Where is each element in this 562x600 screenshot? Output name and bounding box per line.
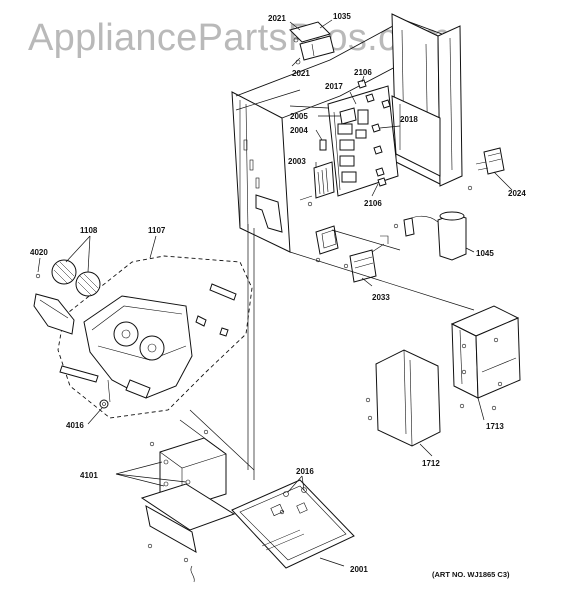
callout-1045: 1045: [476, 249, 494, 258]
bracket-4101: [140, 409, 255, 583]
leader-lines: [37, 19, 513, 567]
relay-box: [299, 195, 339, 263]
box-1713: [450, 305, 521, 411]
screw-4016: [99, 399, 109, 409]
callout-2017: 2017: [325, 82, 343, 91]
cover-1712: [365, 349, 441, 447]
callout-1108: 1108: [80, 226, 98, 235]
callout-2106-top: 2106: [354, 68, 372, 77]
callout-2033: 2033: [372, 293, 390, 302]
callout-2005: 2005: [290, 112, 308, 121]
callout-4016: 4016: [66, 421, 84, 430]
callout-1712: 1712: [422, 459, 440, 468]
watermark: AppliancePartsPros.com: [28, 17, 451, 59]
callout-1035: 1035: [333, 12, 351, 21]
bracket-4020: [33, 273, 75, 335]
top-bracket: [289, 21, 335, 65]
board-2001: [231, 479, 355, 569]
callout-2016: 2016: [296, 467, 314, 476]
callout-2106-bottom: 2106: [364, 199, 382, 208]
callout-4101: 4101: [80, 471, 98, 480]
terminal-block-2033: [343, 235, 389, 283]
callout-1107: 1107: [148, 226, 166, 235]
callout-2001: 2001: [350, 565, 368, 574]
callout-2003: 2003: [288, 157, 306, 166]
callout-2021-bottom: 2021: [292, 69, 310, 78]
callout-1713: 1713: [486, 422, 504, 431]
fan-housing-1107: [57, 255, 253, 419]
callout-2024: 2024: [508, 189, 526, 198]
art-number: (ART NO. WJ1865 C3): [432, 570, 510, 579]
callout-2021-top: 2021: [268, 14, 286, 23]
capacitor-1045: [393, 211, 467, 261]
grilles-1108: [51, 259, 101, 297]
callout-2004: 2004: [290, 126, 308, 135]
transformer-2024: [467, 147, 505, 191]
cabinet-panel: [231, 13, 463, 253]
wire-clips: [357, 79, 391, 187]
callout-labels: 2021 1035 2021 2106 2017 2005 2004 2018 …: [30, 12, 526, 574]
assembly-guide-lines: [235, 89, 475, 480]
callout-2018: 2018: [400, 115, 418, 124]
callout-4020: 4020: [30, 248, 48, 257]
